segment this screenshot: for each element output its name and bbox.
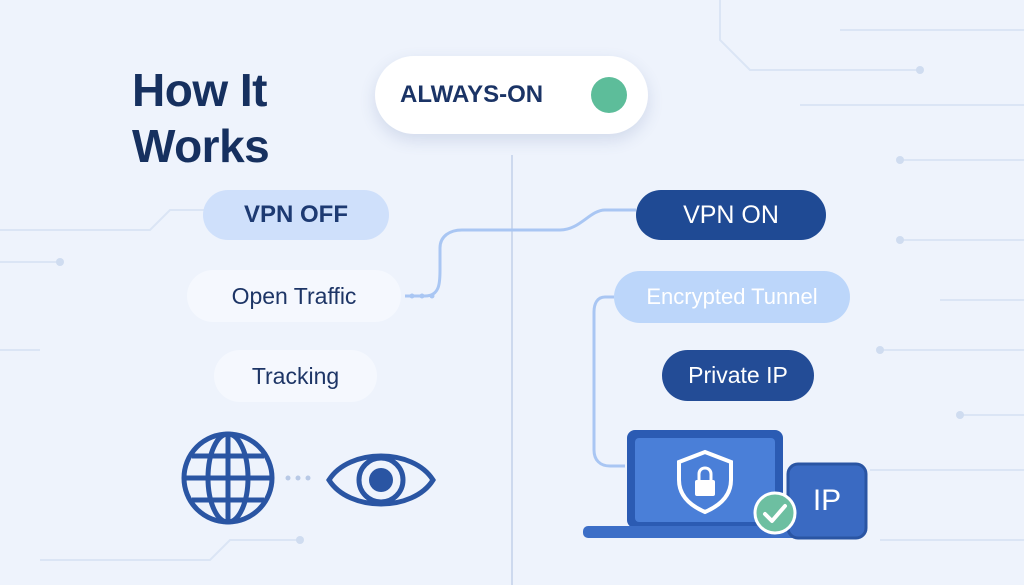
ip-badge-label: IP (812, 484, 842, 517)
globe-icon (181, 431, 275, 525)
tracking-chip: Tracking (214, 350, 377, 402)
toggle-knob (591, 77, 627, 113)
vpn-off-badge: VPN OFF (203, 190, 389, 240)
encrypted-tunnel-chip: Encrypted Tunnel (614, 271, 850, 323)
page-title: How It Works (132, 64, 270, 172)
always-on-toggle[interactable]: ALWAYS-ON (375, 56, 648, 134)
shield-icon (677, 449, 733, 515)
lock-icon (695, 480, 715, 496)
laptop-icon (583, 430, 813, 538)
eye-icon (326, 453, 436, 507)
vpn-on-badge: VPN ON (636, 190, 826, 240)
always-on-label: ALWAYS-ON (400, 81, 544, 108)
checkmark-icon (753, 491, 797, 535)
private-ip-chip: Private IP (662, 350, 814, 401)
open-traffic-chip: Open Traffic (187, 270, 401, 322)
